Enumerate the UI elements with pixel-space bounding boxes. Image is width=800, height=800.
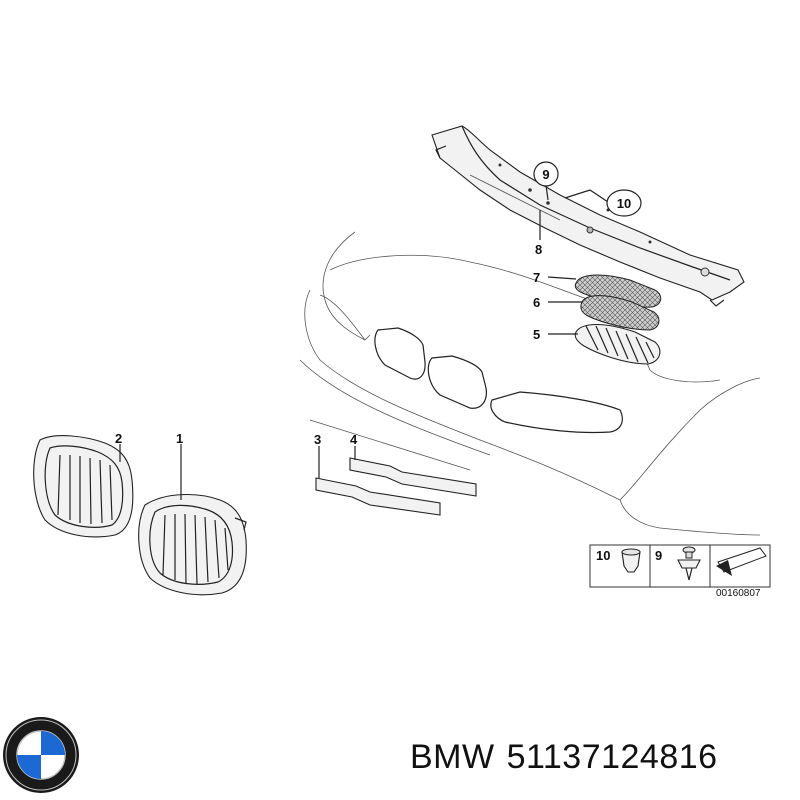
clip-icon (677, 546, 701, 581)
arrow-icon (716, 547, 767, 576)
svg-text:2: 2 (115, 431, 122, 446)
leader-lines (119, 184, 609, 500)
callout-1: 1 (176, 431, 183, 446)
svg-text:1: 1 (176, 431, 183, 446)
callout-3: 3 (314, 432, 321, 447)
svg-text:6: 6 (533, 295, 540, 310)
trim-strip-4 (349, 457, 477, 497)
callout-5: 5 (533, 327, 540, 342)
grille-slats-5 (574, 324, 661, 365)
kidney-grille-2 (33, 435, 134, 538)
svg-text:10: 10 (596, 548, 610, 563)
callout-6: 6 (533, 295, 540, 310)
cowl-panel (431, 125, 745, 307)
svg-text:00160807: 00160807 (716, 588, 761, 599)
svg-text:10: 10 (617, 196, 631, 211)
car-kidney-openings (374, 327, 623, 434)
brand-name: BMW (410, 738, 495, 776)
callout-9: 9 (533, 161, 559, 187)
svg-text:5: 5 (533, 327, 540, 342)
callout-2: 2 (115, 431, 122, 446)
svg-text:9: 9 (542, 167, 549, 182)
grille-mesh-7 (574, 274, 662, 308)
fastener-legend: 10 9 00160807 (589, 544, 771, 599)
callout-10: 10 (606, 189, 642, 217)
grommet-icon (621, 548, 641, 573)
callout-8: 8 (535, 242, 542, 257)
bmw-logo (3, 717, 79, 793)
svg-text:9: 9 (655, 548, 662, 563)
svg-text:3: 3 (314, 432, 321, 447)
part-caption: BMW 51137124816 (410, 738, 730, 777)
callout-4: 4 (350, 432, 358, 447)
svg-text:4: 4 (350, 432, 358, 447)
part-number: 51137124816 (506, 738, 718, 776)
svg-text:7: 7 (533, 270, 540, 285)
trim-strip-3 (315, 477, 441, 516)
svg-text:8: 8 (535, 242, 542, 257)
grille-mesh-6 (580, 295, 660, 331)
kidney-grille-1 (138, 493, 247, 596)
callout-7: 7 (533, 270, 540, 285)
